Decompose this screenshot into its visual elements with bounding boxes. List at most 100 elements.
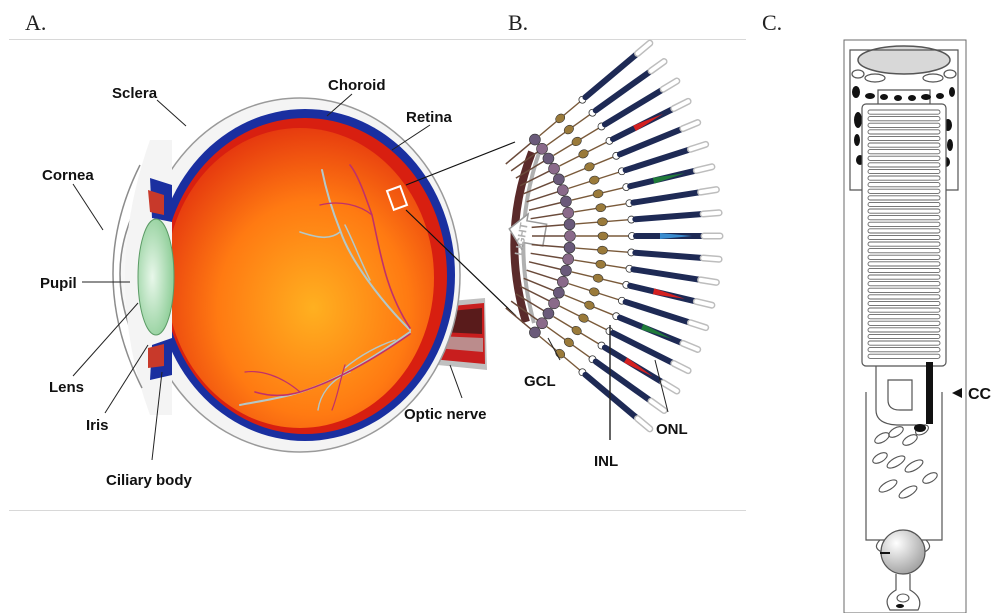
bipolar-cell	[592, 189, 604, 199]
bipolar-cell	[598, 232, 608, 240]
membrane-disc	[868, 295, 940, 299]
ganglion-cell	[564, 219, 575, 230]
bipolar-cell	[570, 325, 583, 337]
rod-segment	[635, 214, 701, 219]
bipolar-cell	[583, 161, 595, 172]
membrane-disc	[868, 163, 940, 167]
ganglion-cell	[557, 276, 568, 287]
rod-cell-diagram: CC	[844, 40, 992, 613]
membrane-disc	[868, 222, 940, 226]
lens	[138, 219, 174, 335]
bipolar-cell	[595, 260, 606, 269]
membrane-disc	[868, 334, 940, 338]
membrane-disc	[868, 130, 940, 134]
connecting-cilium	[926, 362, 933, 424]
label-sclera: Sclera	[112, 85, 158, 102]
cone-segment	[633, 114, 663, 131]
membrane-disc	[868, 275, 940, 279]
ganglion-cell	[553, 287, 564, 298]
bipolar-cell	[577, 148, 590, 160]
pigment-epithelium-core	[683, 343, 698, 349]
rod-segment	[585, 55, 636, 97]
membrane-disc	[868, 268, 940, 272]
membrane-disc	[868, 249, 940, 253]
bipolar-cell	[588, 287, 600, 298]
label-inl: INL	[594, 453, 618, 470]
bipolar-cell	[583, 300, 595, 311]
eye-diagram	[113, 98, 516, 452]
rod-segment	[633, 192, 698, 202]
membrane-disc	[868, 117, 940, 121]
label-onl: ONL	[656, 421, 688, 438]
cone-segment	[624, 357, 653, 376]
membrane-disc	[868, 196, 940, 200]
membrane-disc	[868, 282, 940, 286]
bipolar-cell	[595, 203, 606, 212]
bipolar-cell	[562, 336, 575, 348]
ganglion-cell	[529, 327, 540, 338]
bipolar-cell	[562, 123, 575, 135]
vitreous-body	[166, 128, 434, 428]
pigment-epithelium-core	[703, 213, 719, 214]
membrane-disc	[868, 229, 940, 233]
membrane-disc	[868, 341, 940, 345]
membrane-disc	[868, 328, 940, 332]
membrane-disc	[868, 242, 940, 246]
ganglion-cell	[537, 318, 548, 329]
membrane-disc	[868, 308, 940, 312]
membrane-disc	[868, 202, 940, 206]
membrane-disc	[868, 301, 940, 305]
membrane-disc	[868, 255, 940, 259]
pigment-epithelium-core	[701, 190, 717, 192]
label-cornea: Cornea	[42, 167, 94, 184]
membrane-disc	[868, 262, 940, 266]
rod-segment	[626, 150, 689, 170]
label-pupil: Pupil	[40, 275, 77, 292]
membrane-disc	[868, 156, 940, 160]
ganglion-cell	[560, 265, 571, 276]
bipolar-cell	[570, 135, 583, 147]
ganglion-cell	[529, 134, 540, 145]
membrane-disc	[868, 169, 940, 173]
label-lens: Lens	[49, 379, 84, 396]
pigment-epithelium-core	[703, 258, 719, 259]
membrane-disc	[868, 216, 940, 220]
ganglion-cell	[543, 153, 554, 164]
rod-segment	[635, 253, 701, 258]
membrane-disc	[868, 235, 940, 239]
label-iris: Iris	[86, 417, 109, 434]
membrane-disc	[868, 348, 940, 352]
membrane-disc	[868, 123, 940, 127]
membrane-disc	[868, 183, 940, 187]
ganglion-cell	[553, 174, 564, 185]
ganglion-cell	[549, 298, 560, 309]
membrane-disc	[868, 315, 940, 319]
rod-segment	[633, 269, 698, 279]
label-cc: CC	[968, 386, 992, 403]
ganglion-cell	[543, 308, 554, 319]
membrane-disc	[868, 288, 940, 292]
pigment-epithelium-core	[701, 280, 717, 282]
membrane-disc	[868, 176, 940, 180]
label-gcl: GCL	[524, 373, 556, 390]
label-choroid: Choroid	[328, 77, 386, 94]
ganglion-cell	[564, 242, 575, 253]
bipolar-cell	[597, 217, 608, 226]
ganglion-cell	[557, 185, 568, 196]
membrane-disc	[868, 189, 940, 193]
bipolar-cell	[577, 312, 590, 324]
cone-segment	[641, 324, 672, 339]
bipolar-cell	[597, 246, 608, 255]
ganglion-cell	[563, 254, 574, 265]
membrane-disc	[868, 136, 940, 140]
label-optic-nerve: Optic nerve	[404, 406, 487, 423]
bipolar-cell	[588, 175, 600, 186]
pigment-epithelium-core	[683, 123, 698, 129]
ganglion-cell	[565, 231, 576, 242]
ganglion-cell	[563, 207, 574, 218]
membrane-disc	[868, 110, 940, 114]
ganglion-cell	[549, 163, 560, 174]
label-retina: Retina	[406, 109, 453, 126]
retina-layers-diagram: LIGHT GCL INL ONL	[506, 43, 720, 470]
